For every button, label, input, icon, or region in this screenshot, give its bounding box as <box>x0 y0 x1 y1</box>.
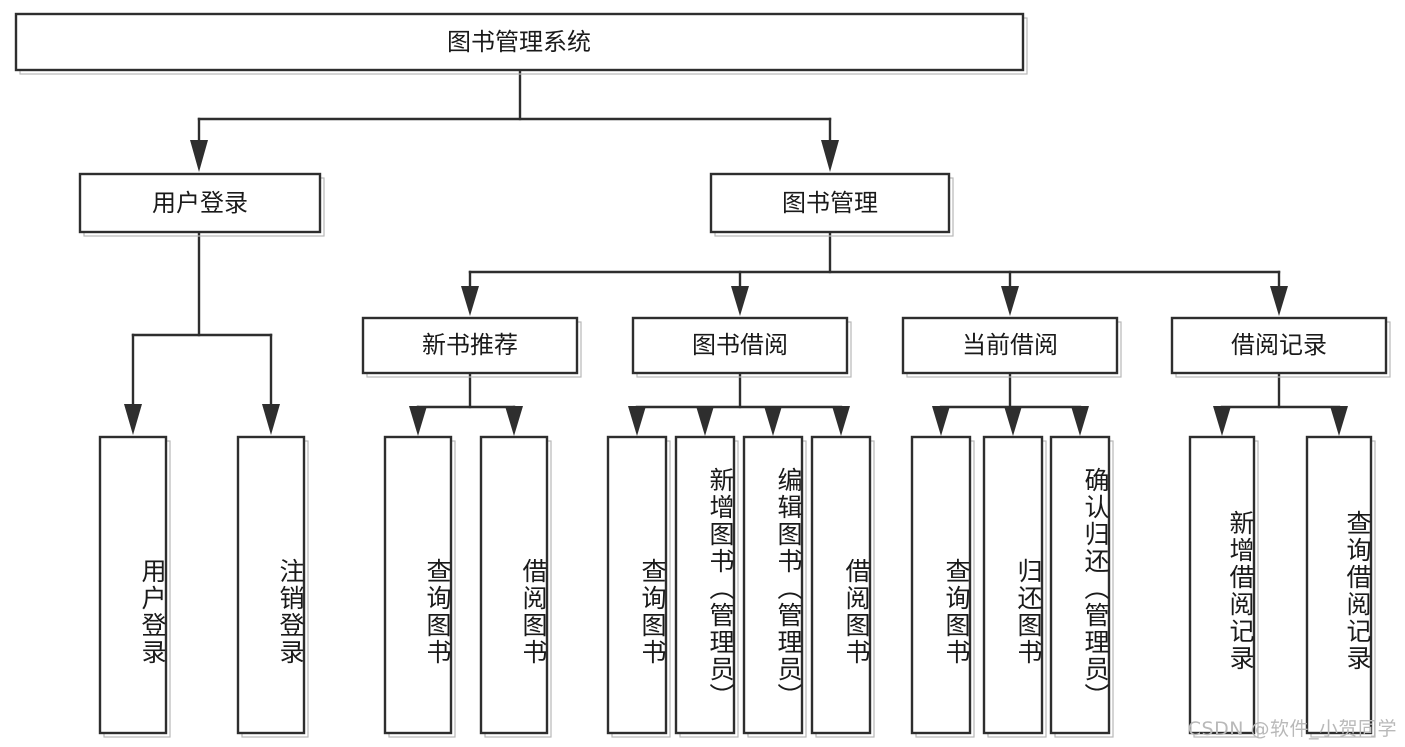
node-leaf-query-borrow-record[interactable] <box>1305 435 1376 738</box>
arrow-book-borrow <box>731 286 749 316</box>
node-leaf-confirm-return[interactable] <box>1049 435 1114 738</box>
node-user-login-box <box>78 172 322 234</box>
node-leaf-confirm-return-box <box>1049 435 1111 735</box>
node-leaf-add-borrow-record[interactable] <box>1188 435 1259 738</box>
arrow-leaf-return-book <box>1004 406 1022 436</box>
node-leaf-return-book-box <box>982 435 1044 735</box>
node-leaf-user-login[interactable] <box>98 435 171 738</box>
node-new-book-recommend-label: 新书推荐 <box>422 331 518 359</box>
node-book-manage-box <box>709 172 951 234</box>
node-leaf-add-borrow-record-box <box>1188 435 1256 735</box>
csdn-watermark: CSDN @软件_小贺同学 <box>1187 718 1397 740</box>
arrow-leaf-user-logout <box>262 404 280 435</box>
node-leaf-query-book-rec-box <box>383 435 453 735</box>
node-leaf-add-book-box <box>674 435 736 735</box>
arrow-borrow-record <box>1270 286 1288 316</box>
node-user-login[interactable]: 用户登录 <box>78 172 325 237</box>
node-leaf-query-book-current[interactable] <box>910 435 975 738</box>
arrow-leaf-query-book-borrow <box>628 406 646 436</box>
arrow-user-login <box>190 140 208 172</box>
node-leaf-user-login-box <box>98 435 168 735</box>
connector-layer <box>124 68 1348 436</box>
node-leaf-borrow-book-box <box>810 435 872 735</box>
node-leaf-query-book-borrow-box <box>606 435 668 735</box>
arrow-book-manage <box>821 140 839 172</box>
node-borrow-record-box <box>1170 316 1388 375</box>
node-current-borrow-label: 当前借阅 <box>962 331 1058 359</box>
arrow-new-book-recommend <box>461 286 479 316</box>
arrow-leaf-query-book-current <box>932 406 950 436</box>
node-book-manage-label: 图书管理 <box>782 189 878 217</box>
node-book-borrow[interactable]: 图书借阅 <box>631 316 852 378</box>
node-leaf-return-book[interactable] <box>982 435 1047 738</box>
node-current-borrow[interactable]: 当前借阅 <box>901 316 1122 378</box>
node-root[interactable]: 图书管理系统 <box>14 12 1028 75</box>
node-borrow-record-label: 借阅记录 <box>1231 331 1327 359</box>
arrow-leaf-add-borrow-record <box>1213 406 1231 436</box>
node-leaf-user-logout-box <box>236 435 306 735</box>
arrow-leaf-edit-book <box>764 406 782 436</box>
node-root-box <box>14 12 1025 72</box>
node-current-borrow-box <box>901 316 1119 375</box>
arrow-leaf-query-borrow-record <box>1330 406 1348 436</box>
arrow-leaf-user-login <box>124 404 142 435</box>
node-leaf-add-book[interactable] <box>674 435 739 738</box>
node-leaf-query-book-current-box <box>910 435 972 735</box>
arrow-leaf-add-book <box>696 406 714 436</box>
node-leaf-edit-book[interactable] <box>742 435 807 738</box>
arrow-leaf-confirm-return <box>1071 406 1089 436</box>
arrow-leaf-borrow-book-rec <box>505 406 523 436</box>
node-book-borrow-label: 图书借阅 <box>692 331 788 359</box>
node-leaf-borrow-book-rec[interactable] <box>479 435 552 738</box>
node-leaf-query-book-borrow[interactable] <box>606 435 671 738</box>
node-book-borrow-box <box>631 316 849 375</box>
arrow-leaf-borrow-book <box>832 406 850 436</box>
node-leaf-edit-book-box <box>742 435 804 735</box>
node-leaf-query-book-rec[interactable] <box>383 435 456 738</box>
node-leaf-user-logout[interactable] <box>236 435 309 738</box>
arrow-current-borrow <box>1001 286 1019 316</box>
node-new-book-recommend[interactable]: 新书推荐 <box>361 316 582 378</box>
arrow-leaf-query-book-rec <box>409 406 427 436</box>
node-leaf-borrow-book-rec-box <box>479 435 549 735</box>
node-new-book-recommend-box <box>361 316 579 375</box>
node-book-manage[interactable]: 图书管理 <box>709 172 954 237</box>
node-leaf-borrow-book[interactable] <box>810 435 875 738</box>
node-root-label: 图书管理系统 <box>447 28 591 56</box>
node-user-login-label: 用户登录 <box>152 189 248 217</box>
node-leaf-query-borrow-record-box <box>1305 435 1373 735</box>
node-borrow-record[interactable]: 借阅记录 <box>1170 316 1391 378</box>
